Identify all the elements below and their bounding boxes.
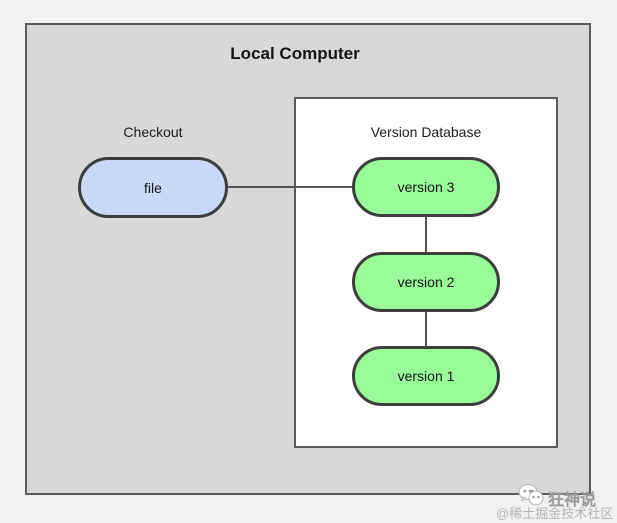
connector-version2-version1 — [425, 311, 427, 347]
version-3-node: version 3 — [352, 157, 500, 217]
diagram-title: Local Computer — [230, 44, 360, 63]
version-2-node: version 2 — [352, 252, 500, 312]
checkout-label: Checkout — [123, 124, 183, 140]
watermark-community: @稀土掘金技术社区 — [496, 506, 614, 521]
connector-file-version3 — [227, 186, 353, 188]
connector-version3-version2 — [425, 216, 427, 253]
version-1-node: version 1 — [352, 346, 500, 406]
version-database-label: Version Database — [370, 124, 482, 140]
file-node: file — [78, 157, 228, 218]
